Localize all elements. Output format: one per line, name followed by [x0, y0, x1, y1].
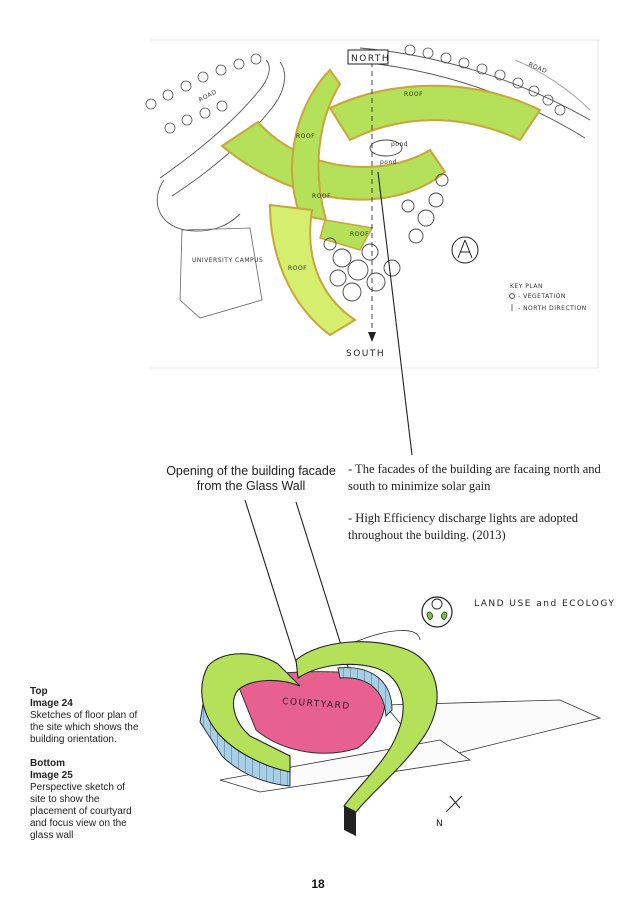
- glass-wall-callout-line-2: from the Glass Wall: [196, 479, 306, 493]
- north-south-axis: NORTH SOUTH: [346, 49, 390, 359]
- caption-top-image: Image 24: [30, 698, 73, 709]
- key-plan-vegetation: - VEGETATION: [518, 293, 566, 300]
- caption-bottom-text: Perspective sketch of site to show the p…: [30, 782, 132, 841]
- roof-label-1: ROOF: [404, 91, 423, 98]
- tree-row-left: [145, 53, 262, 134]
- caption-top-heading: Top: [30, 686, 48, 697]
- key-plan-title: KEY PLAN: [510, 283, 543, 290]
- perspective-sketch: LAND USE and ECOLOGY COURTYARD N: [199, 596, 615, 836]
- caption-bottom-heading: Bottom: [30, 758, 65, 769]
- road-label-left: ROAD: [198, 88, 219, 103]
- roof-wings: ROOF ROOF ROOF ROOF ROOF: [220, 68, 542, 337]
- land-use-icon: [421, 596, 453, 628]
- site-plan-sketch: ROAD ROAD UNIVERSITY CAMPUS ROOF ROOF RO…: [145, 39, 600, 369]
- caption-top-text: Sketches of floor plan of the site which…: [30, 710, 139, 745]
- figure-captions: Top Image 24 Sketches of floor plan of t…: [30, 686, 140, 842]
- glass-wall-callout-line-1: Opening of the building facade: [166, 464, 336, 478]
- vegetation-cluster: [323, 173, 449, 302]
- roof-wing-north-east: [328, 84, 542, 142]
- glass-wall-callout: Opening of the building facade from the …: [135, 464, 367, 494]
- road-label-right: ROAD: [527, 61, 548, 75]
- north-mark-icon: N: [436, 795, 463, 829]
- key-plan-legend: KEY PLAN - VEGETATION - NORTH DIRECTION: [509, 283, 587, 312]
- pond-label-1: pond: [391, 141, 408, 148]
- north-arrow-icon: [451, 236, 479, 264]
- roof-left-wing: [201, 653, 301, 773]
- key-plan-north: - NORTH DIRECTION: [518, 305, 587, 312]
- roof-label-3: ROOF: [296, 133, 315, 140]
- south-label: SOUTH: [346, 349, 385, 359]
- site-roads: [156, 47, 591, 232]
- north-mark-label: N: [436, 819, 444, 829]
- university-label: UNIVERSITY CAMPUS: [192, 257, 263, 264]
- facades-note: - The facades of the building are facain…: [348, 462, 601, 493]
- orientation-notes: - The facades of the building are facain…: [348, 461, 618, 559]
- roof-wing-south: [268, 203, 357, 337]
- roof-wing-north-west: [291, 68, 342, 222]
- lights-note: - High Efficiency discharge lights are a…: [348, 511, 579, 542]
- roof-wing-small: [319, 219, 374, 251]
- roof-label-2: ROOF: [312, 193, 331, 200]
- page-number: 18: [311, 877, 325, 891]
- caption-bottom-image: Image 25: [30, 770, 73, 781]
- pond-label-2: pond: [380, 159, 397, 166]
- north-label: NORTH: [351, 54, 390, 64]
- roof-label-5: ROOF: [350, 231, 369, 238]
- roof-label-4: ROOF: [288, 265, 307, 272]
- land-use-label: LAND USE and ECOLOGY: [474, 599, 615, 609]
- courtyard-label: COURTYARD: [282, 697, 351, 712]
- tree-row-right: [404, 44, 566, 116]
- pond: pond pond: [369, 139, 408, 166]
- roof-wing-center: [220, 120, 447, 201]
- university-campus: UNIVERSITY CAMPUS: [179, 227, 263, 319]
